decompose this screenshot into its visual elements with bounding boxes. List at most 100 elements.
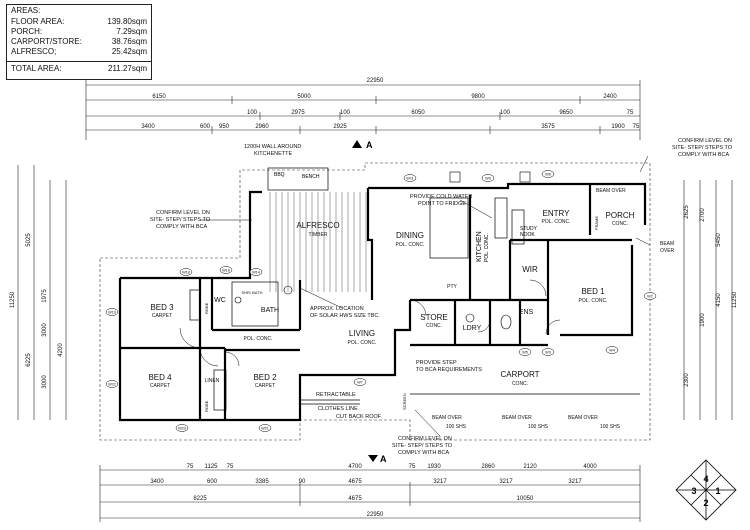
label-bench: BENCH	[302, 174, 320, 180]
dim-top: 100	[340, 110, 351, 116]
dim-top: 100	[247, 110, 258, 116]
label-screen: SCREEN	[402, 393, 407, 410]
svg-text:W19: W19	[108, 311, 116, 315]
note-confirm-left: CONFIRM LEVEL ON	[156, 210, 210, 216]
room-ens: ENS	[519, 309, 534, 316]
dim-bottom: 600	[207, 479, 218, 485]
dim-bottom: 2860	[481, 464, 495, 470]
note-confirm-bottom: SITE- STEP/ STEPS TO	[392, 443, 453, 449]
window-marker: W14	[249, 268, 263, 276]
svg-text:W5: W5	[522, 351, 528, 355]
room-alfresco-sub: TIMBER	[309, 232, 328, 238]
note-confirm-left: COMPLY WITH BCA	[156, 224, 207, 230]
label-beam-over: BEAM OVER	[502, 415, 532, 421]
dim-bottom: 90	[299, 479, 306, 485]
dim-top: 600	[200, 124, 211, 130]
dim-top: 950	[219, 124, 230, 130]
note-solar: APPROX. LOCATION	[310, 306, 364, 312]
note-clothes-line: CLOTHES LINE	[318, 406, 358, 412]
dim-right: 5450	[716, 233, 722, 247]
note-step: PROVIDE STEP	[416, 360, 457, 366]
room-pty: PTY	[447, 284, 457, 290]
dim-bottom: 3217	[568, 479, 582, 485]
window-marker: W2	[643, 292, 657, 300]
note-cold-water: POINT TO FRIDGE	[418, 201, 466, 207]
note-cold-water: PROVIDE COLD WATER	[410, 194, 472, 200]
room-wir: WIR	[522, 265, 538, 274]
dim-top: 2975	[291, 110, 305, 116]
area-row: PORCH:7.29sqm	[11, 27, 147, 36]
dim-top: 9800	[471, 94, 485, 100]
room-alfresco: ALFRESCO	[296, 221, 339, 230]
dim-top: 75	[627, 110, 634, 116]
room-store: STORE	[420, 313, 447, 322]
dim-left: 4200	[58, 343, 64, 357]
dim-top: 3575	[541, 124, 555, 130]
dim-bottom: 3217	[433, 479, 447, 485]
area-schedule-heading: AREAS:	[11, 6, 41, 15]
dim-left: 6225	[26, 353, 32, 367]
svg-text:W2: W2	[647, 295, 653, 299]
dim-top-overall: 22950	[367, 78, 384, 84]
window-marker: W6	[541, 170, 555, 178]
note-cut-back: CUT BACK ROOF	[336, 414, 382, 420]
dim-bottom: 3400	[150, 479, 164, 485]
svg-text:W23: W23	[178, 427, 186, 431]
dim-left: 3000	[42, 323, 48, 337]
label-beam-right: OVER	[660, 248, 675, 254]
dim-bottom: 2120	[523, 464, 537, 470]
note-confirm-bottom: COMPLY WITH BCA	[398, 450, 449, 456]
section-marker-a-bottom: A	[380, 454, 387, 464]
dim-top: 2400	[603, 94, 617, 100]
room-bath: BATH	[261, 307, 279, 314]
dim-left: 1975	[42, 289, 48, 303]
label-shs: 100 SHS	[446, 424, 467, 430]
label-beam-over: BEAM OVER	[432, 415, 462, 421]
area-row: FLOOR AREA:139.80sqm	[11, 17, 147, 26]
dim-top: 2960	[255, 124, 269, 130]
dim-bottom: 8225	[193, 496, 207, 502]
dim-bottom: 10050	[517, 496, 534, 502]
dim-top: 6150	[152, 94, 166, 100]
room-porch-sub: CONC.	[612, 221, 628, 227]
label-shs: 100 SHS	[600, 424, 621, 430]
svg-text:W11: W11	[406, 177, 414, 181]
compass	[675, 459, 737, 521]
window-marker: W22	[105, 380, 119, 388]
label-beam-over: BEAM OVER	[596, 188, 626, 194]
room-carport: CARPORT	[501, 370, 540, 379]
window-marker: W11	[403, 174, 417, 182]
dim-left: 3000	[42, 375, 48, 389]
window-marker: W18	[179, 268, 193, 276]
dim-left: 11250	[10, 291, 16, 308]
window-marker: W4	[605, 346, 619, 354]
note-wall-around: 1200H WALL AROUND	[244, 144, 301, 150]
dim-bottom: 4675	[348, 496, 362, 502]
window-marker: W9	[481, 174, 495, 182]
svg-text:W16: W16	[222, 269, 230, 273]
note-confirm-right: CONFIRM LEVEL ON	[678, 138, 732, 144]
dim-right: 4150	[716, 293, 722, 307]
room-living: LIVING	[349, 329, 375, 338]
room-ldry: LDRY	[463, 325, 482, 332]
svg-text:W22: W22	[108, 383, 116, 387]
dim-top: 6050	[411, 110, 425, 116]
room-dining-sub: POL. CONC.	[396, 242, 425, 248]
room-shr: SHR/ BATH	[241, 290, 262, 295]
room-hall: POL. CONC.	[244, 336, 273, 342]
dim-bottom-overall: 22950	[367, 512, 384, 518]
room-porch: PORCH	[606, 211, 635, 220]
svg-text:W4: W4	[609, 349, 615, 353]
dim-top: 3400	[141, 124, 155, 130]
window-marker: W21	[258, 424, 272, 432]
room-bed1: BED 1	[581, 287, 605, 296]
room-kitchen-sub: POL. CONC.	[484, 233, 490, 262]
section-marker-a-top: A	[366, 140, 373, 150]
label-study-nook: NOOK	[520, 232, 535, 238]
window-marker: W19	[105, 308, 119, 316]
room-bed3: BED 3	[150, 303, 174, 312]
compass-label: 4	[703, 474, 708, 484]
area-schedule: AREAS: FLOOR AREA:139.80sqm PORCH:7.29sq…	[6, 4, 152, 80]
window-marker: W3	[541, 348, 555, 356]
